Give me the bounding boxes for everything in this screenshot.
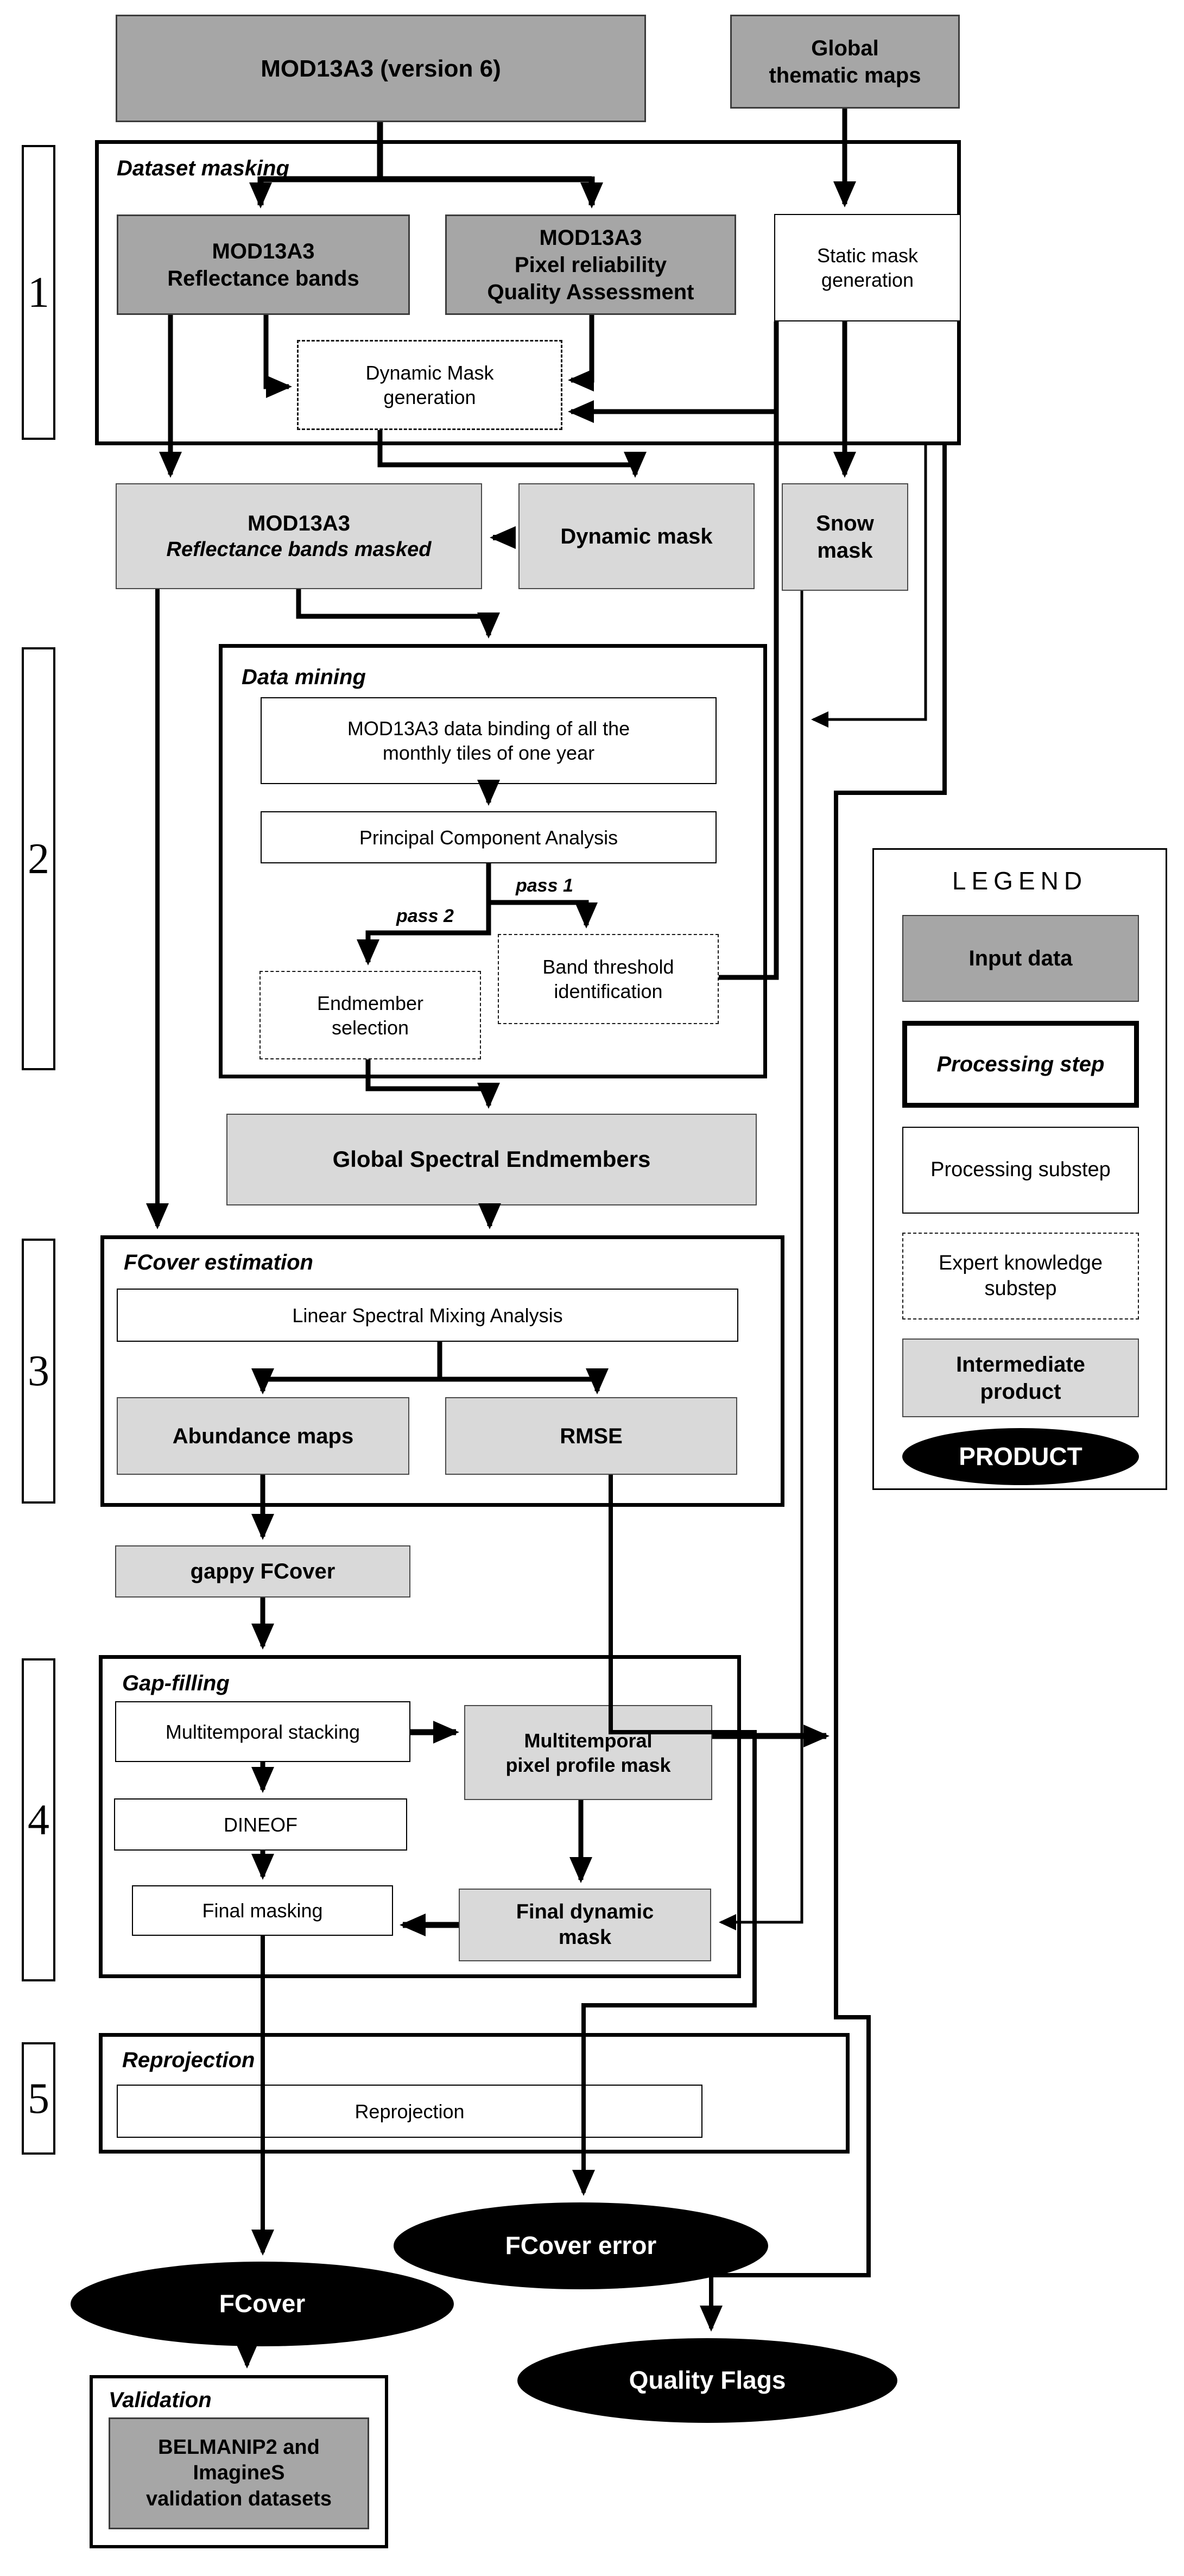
node-rbm-title: MOD13A3: [248, 511, 350, 535]
node-dineof: DINEOF: [114, 1798, 407, 1851]
node-gappy-fcover: gappy FCover: [115, 1545, 410, 1598]
node-mod13a3-v6: MOD13A3 (version 6): [116, 15, 646, 122]
node-fcover-product: FCover: [71, 2262, 454, 2346]
label-pass1: pass 1: [516, 875, 573, 896]
legend-intermediate-product: Intermediate product: [902, 1338, 1139, 1417]
node-global-thematic-maps: Global thematic maps: [730, 15, 960, 109]
legend-processing-substep: Processing substep: [902, 1127, 1139, 1214]
node-snow-mask: Snow mask: [782, 483, 908, 591]
step-number-5: 5: [22, 2042, 55, 2155]
step5-section-label: Reprojection: [122, 2048, 255, 2072]
legend-expert-knowledge: Expert knowledge substep: [902, 1233, 1139, 1319]
node-endmember-selection: Endmember selection: [259, 971, 481, 1059]
node-fcover-error-product: FCover error: [394, 2202, 768, 2289]
node-static-mask-generation: Static mask generation: [774, 214, 961, 321]
node-abundance-maps: Abundance maps: [117, 1397, 409, 1475]
node-belmanip: BELMANIP2 and ImagineS validation datase…: [109, 2417, 369, 2529]
step-number-3: 3: [22, 1239, 55, 1504]
step4-section-label: Gap-filling: [122, 1671, 230, 1695]
legend-processing-step: Processing step: [902, 1021, 1139, 1108]
node-rmse: RMSE: [445, 1397, 737, 1475]
node-band-threshold: Band threshold identification: [498, 934, 719, 1024]
node-global-spectral-endmembers: Global Spectral Endmembers: [226, 1114, 757, 1205]
node-data-binding: MOD13A3 data binding of all the monthly …: [261, 697, 717, 784]
step-number-2: 2: [22, 647, 55, 1070]
node-final-masking: Final masking: [132, 1885, 393, 1936]
legend-input-data: Input data: [902, 915, 1139, 1002]
node-reflectance-bands-masked: MOD13A3 Reflectance bands masked: [116, 483, 482, 589]
label-pass2: pass 2: [396, 906, 454, 926]
node-pca: Principal Component Analysis: [261, 811, 717, 863]
node-reprojection: Reprojection: [117, 2085, 702, 2138]
step-number-4: 4: [22, 1658, 55, 1981]
step1-section-label: Dataset masking: [117, 156, 289, 180]
legend-title: LEGEND: [952, 867, 1088, 895]
node-rbm-subtitle: Reflectance bands masked: [166, 538, 432, 561]
node-lsma: Linear Spectral Mixing Analysis: [117, 1289, 738, 1342]
node-multitemporal-stacking: Multitemporal stacking: [115, 1701, 410, 1762]
node-pixel-reliability: MOD13A3 Pixel reliability Quality Assess…: [445, 214, 736, 315]
node-dynamic-mask: Dynamic mask: [518, 483, 755, 589]
validation-section-label: Validation: [109, 2388, 212, 2412]
node-reflectance-bands: MOD13A3 Reflectance bands: [117, 214, 410, 315]
step3-section-label: FCover estimation: [124, 1251, 313, 1274]
step2-section-label: Data mining: [242, 665, 366, 689]
step-number-1: 1: [22, 145, 55, 440]
node-dynamic-mask-generation: Dynamic Mask generation: [297, 340, 562, 430]
legend-product: PRODUCT: [902, 1428, 1139, 1485]
node-final-dynamic-mask: Final dynamic mask: [459, 1889, 711, 1961]
node-quality-flags-product: Quality Flags: [517, 2338, 897, 2423]
node-multitemporal-pixel-profile-mask: Multitemporal pixel profile mask: [464, 1705, 712, 1800]
